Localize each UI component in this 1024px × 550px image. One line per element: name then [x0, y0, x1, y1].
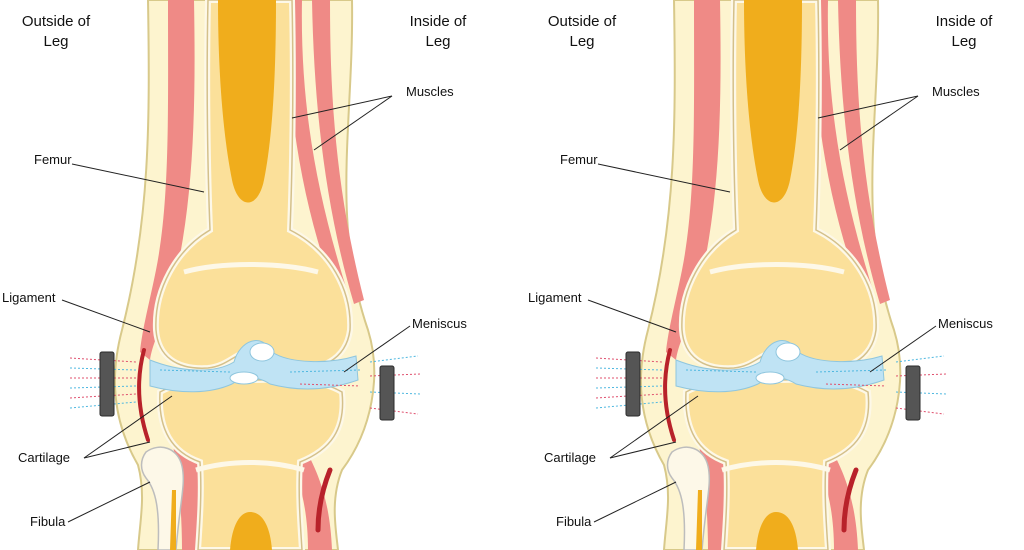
outside-of-leg-label-line2: Leg — [569, 33, 594, 50]
inside-of-leg-label-line2: Leg — [425, 33, 450, 50]
cartilage-label: Cartilage — [544, 450, 596, 465]
femur-label: Femur — [34, 152, 72, 167]
knee-diagram-left: Outside of Leg Inside of Leg Muscles Fem… — [2, 0, 467, 550]
meniscus-label: Meniscus — [938, 316, 993, 331]
inside-of-leg-label: Inside of — [410, 13, 468, 30]
outside-of-leg-label: Outside of — [22, 13, 91, 30]
fibula-label: Fibula — [556, 514, 592, 529]
inside-of-leg-label: Inside of — [936, 13, 994, 30]
outside-of-leg-label-line2: Leg — [43, 33, 68, 50]
muscles-label: Muscles — [932, 84, 980, 99]
fibula-label: Fibula — [30, 514, 66, 529]
outside-of-leg-label: Outside of — [548, 13, 617, 30]
ligament-label: Ligament — [2, 290, 56, 305]
meniscus-label: Meniscus — [412, 316, 467, 331]
ligament-label: Ligament — [528, 290, 582, 305]
muscles-label: Muscles — [406, 84, 454, 99]
knee-diagram-right: Outside of Leg Inside of Leg Muscles Fem… — [528, 0, 993, 550]
cartilage-label: Cartilage — [18, 450, 70, 465]
femur-label: Femur — [560, 152, 598, 167]
inside-of-leg-label-line2: Leg — [951, 33, 976, 50]
